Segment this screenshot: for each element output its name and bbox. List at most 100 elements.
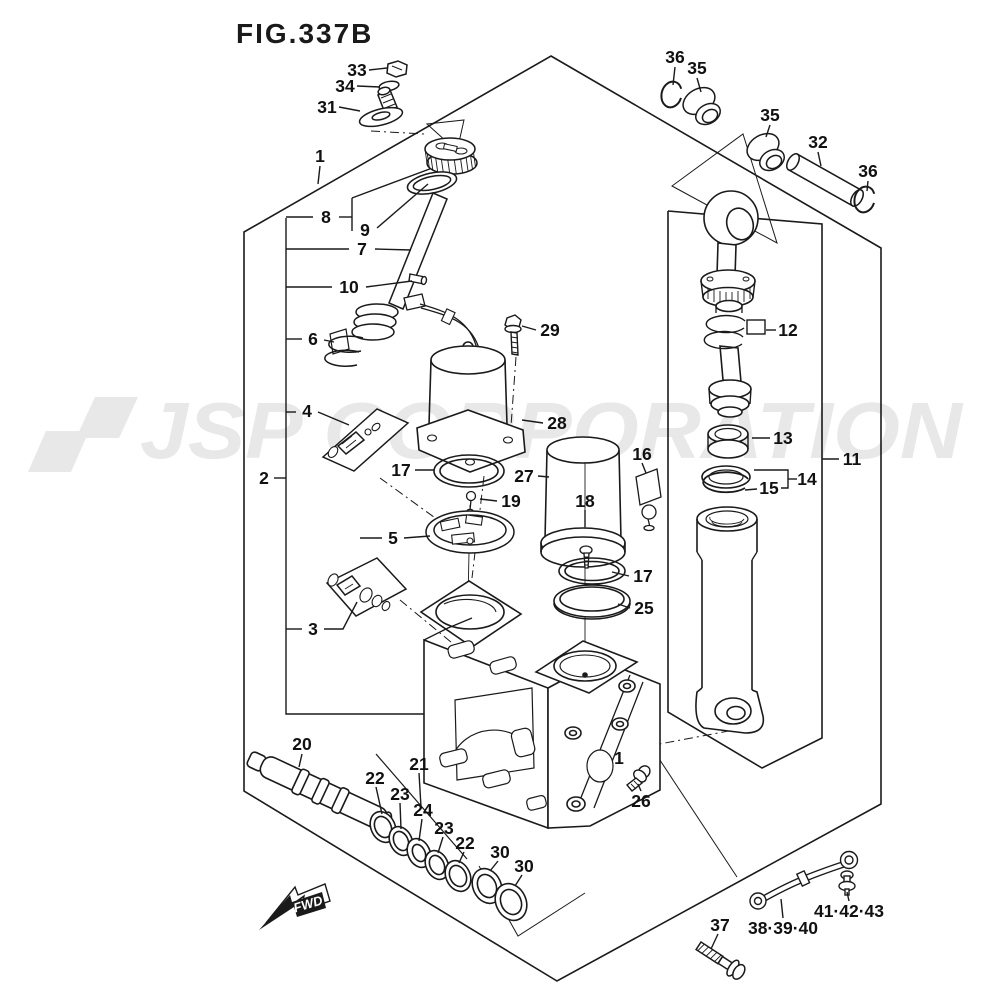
callout-leader-21 — [418, 772, 422, 808]
callout-leader-28 — [521, 419, 544, 424]
callout-leader-5 — [403, 535, 431, 539]
part-3-valve-kit — [325, 557, 408, 617]
part-28-motor — [403, 293, 526, 473]
callout-leader-10 — [365, 280, 413, 288]
part-31-joint — [358, 86, 404, 128]
callout-label-22: 22 — [365, 768, 385, 788]
callout-label-23: 23 — [434, 818, 454, 838]
callout-label-12: 12 — [778, 320, 798, 340]
callout-leader-34 — [356, 85, 381, 88]
watermark-logo-upper — [76, 397, 138, 438]
callout-leader-36 — [672, 66, 676, 86]
callout-leader-26 — [637, 783, 642, 792]
callout-label-27: 27 — [514, 466, 533, 486]
watermark-logo-lower — [28, 431, 89, 472]
callout-label-28: 28 — [547, 413, 567, 433]
callout-label-25: 25 — [634, 598, 654, 618]
callout-leader-29 — [521, 325, 537, 331]
callout-label-4: 4 — [302, 401, 312, 421]
part-2-body — [419, 580, 661, 830]
callout-label-6: 6 — [308, 329, 318, 349]
callout-leader-32 — [817, 151, 822, 167]
part-30a-washer — [471, 867, 503, 905]
callout-label-14: 14 — [797, 469, 817, 489]
part-41-43-bolt — [838, 870, 856, 896]
callout-label-19: 19 — [501, 491, 521, 511]
callout-leader-20 — [298, 753, 303, 768]
part-7-rod — [388, 192, 448, 310]
phantom-axis-31 — [370, 130, 425, 135]
callout-leader-33 — [368, 67, 388, 71]
callout-leader-22 — [375, 786, 383, 815]
callout-leader-19 — [479, 498, 498, 502]
part-35b-bushing — [746, 132, 785, 172]
part-33-nut — [386, 60, 408, 78]
callout-leader-23 — [399, 802, 402, 830]
figure-title: FIG.337B — [236, 18, 373, 49]
callout-label-5: 5 — [388, 528, 398, 548]
callout-label-34: 34 — [335, 76, 355, 96]
callout-leader-17 — [611, 571, 630, 577]
callout-label-29: 29 — [540, 320, 560, 340]
part-6-spacers — [324, 303, 399, 367]
part-38-40-ground-wire — [749, 850, 859, 910]
callout-label-8: 8 — [321, 207, 331, 227]
callout-label-1: 1 — [614, 748, 624, 768]
part-9-oring — [406, 171, 458, 195]
part-23b-ring — [424, 849, 450, 881]
part-4-valve-kit — [321, 408, 410, 472]
callout-label-31: 31 — [317, 97, 337, 117]
part-35a-bushing — [682, 86, 721, 126]
part-18-valve — [579, 545, 593, 569]
callout-leader-35 — [696, 77, 702, 93]
callout-leader-23 — [437, 836, 444, 854]
callout-label-3: 3 — [308, 619, 318, 639]
callout-leader-7 — [374, 248, 412, 251]
callout-label-17: 17 — [391, 460, 410, 480]
seal-rings-21-24-30 — [369, 810, 528, 922]
callout-label-32: 32 — [808, 132, 828, 152]
callout-label-26: 26 — [631, 791, 651, 811]
part-10-pin — [408, 273, 428, 286]
callout-leader-22 — [458, 851, 465, 864]
callout-label-41·42·43: 41·42·43 — [814, 901, 884, 921]
part-19-pin — [465, 490, 477, 514]
part-8-release-cap — [424, 137, 478, 175]
callout-leader-4 — [317, 411, 350, 426]
leader-8-cap — [351, 163, 444, 199]
callout-label-36: 36 — [858, 161, 878, 181]
callout-label-24: 24 — [413, 800, 433, 820]
callout-leader-24 — [418, 818, 423, 842]
inner-box-11 — [667, 210, 823, 769]
callout-label-18: 18 — [575, 491, 595, 511]
callout-label-2: 2 — [259, 468, 269, 488]
part-tilt-cylinder — [695, 190, 765, 734]
callout-label-9: 9 — [360, 220, 370, 240]
callout-label-22: 22 — [455, 833, 475, 853]
callout-leader-31 — [338, 106, 361, 112]
callout-label-21: 21 — [409, 754, 429, 774]
callout-label-30: 30 — [514, 856, 534, 876]
part-17b-oring — [558, 557, 626, 585]
callout-label-13: 13 — [773, 428, 793, 448]
callout-leader-16 — [641, 462, 647, 474]
bracket-line-left — [285, 218, 436, 715]
part-29-bolt — [504, 314, 522, 356]
callout-layer: 3334311897106423517192728291618172512131… — [259, 47, 884, 950]
callout-leader-3 — [324, 601, 358, 630]
callout-label-11: 11 — [843, 449, 862, 469]
callout-label-37: 37 — [710, 915, 729, 935]
callout-leader-15 — [744, 488, 758, 491]
outer-frame — [243, 55, 882, 982]
part-32-pin — [786, 153, 864, 207]
fwd-arrow-front-face — [259, 892, 326, 930]
callout-leader-36 — [866, 180, 869, 192]
callout-leader-1 — [317, 165, 321, 185]
callout-label-15: 15 — [759, 478, 779, 498]
callout-label-16: 16 — [632, 444, 652, 464]
part-12-rings — [703, 314, 766, 350]
callout-label-7: 7 — [357, 239, 367, 259]
part-36b-ring — [853, 185, 876, 214]
part-17a-oring — [433, 454, 505, 488]
callout-leader-37 — [710, 933, 719, 950]
